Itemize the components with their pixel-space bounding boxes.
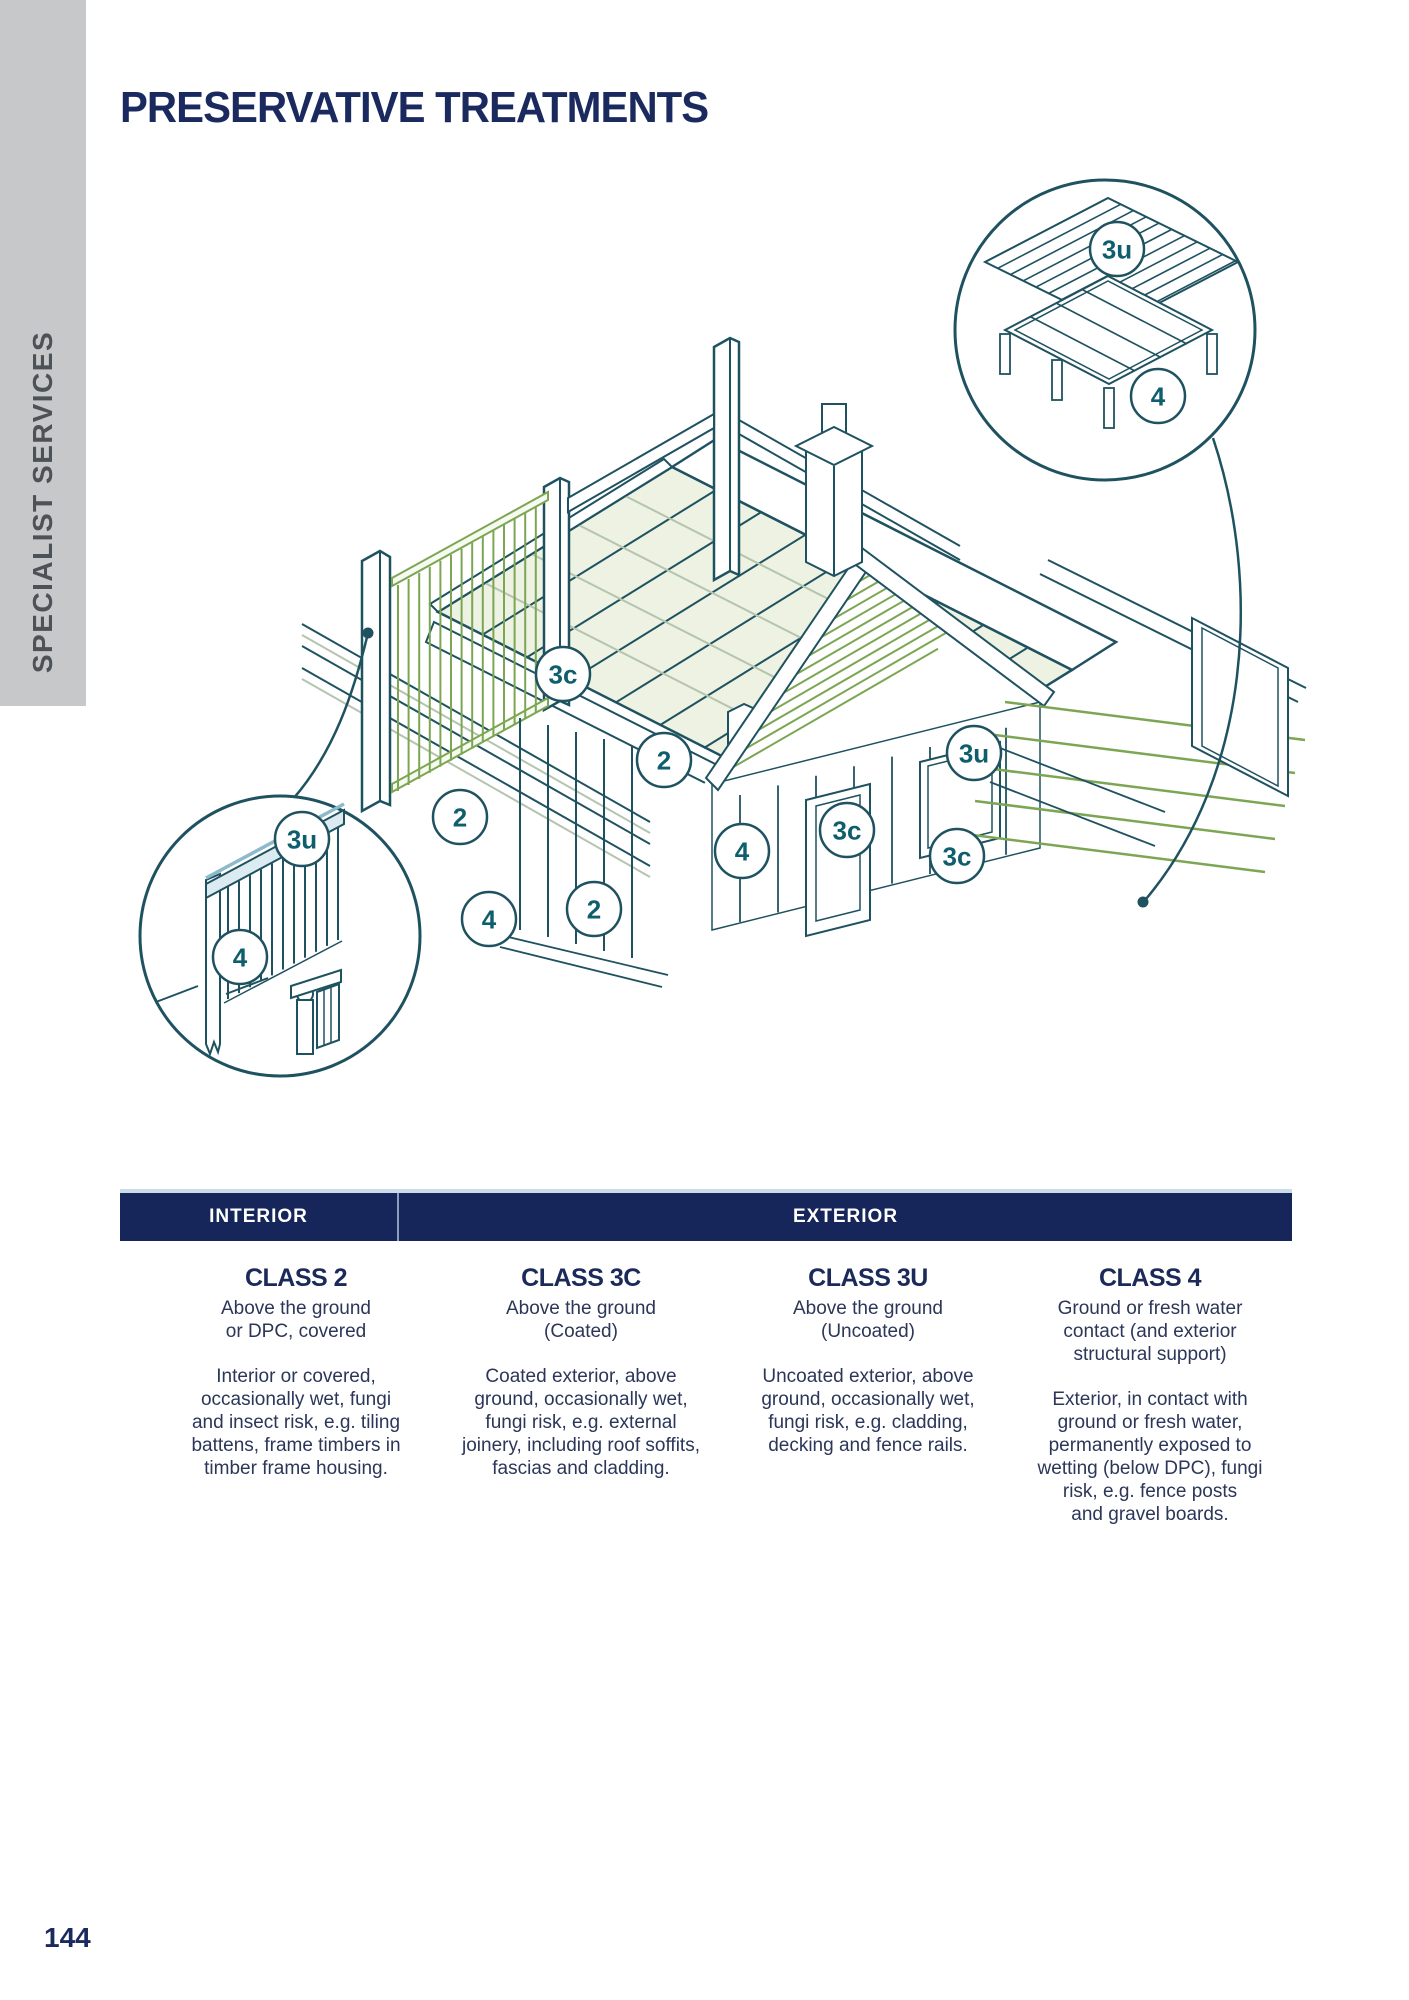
class-subtitle: Above the ground or DPC, covered — [220, 1298, 371, 1342]
svg-text:3u: 3u — [959, 738, 989, 768]
class-label-4: 4 — [460, 890, 518, 948]
class-description: Coated exterior, above ground, occasiona… — [462, 1366, 700, 1479]
gravel-board-post — [296, 999, 314, 1055]
window-frame — [1191, 616, 1289, 798]
svg-text:3c: 3c — [833, 815, 862, 845]
fence-post — [360, 549, 392, 814]
class-subtitle: Above the ground (Coated) — [505, 1298, 656, 1342]
leader-dot — [362, 627, 374, 639]
deck-leg — [1051, 359, 1063, 401]
class-4-column: CLASS 4 Ground or fresh water contact (a… — [1010, 1264, 1290, 1526]
class-description: Interior or covered, occasionally wet, f… — [191, 1366, 401, 1479]
class-heading: CLASS 4 — [1098, 1264, 1202, 1292]
class-label-2: 2 — [635, 731, 693, 789]
class-label-3u: 3u — [945, 724, 1003, 782]
gravel-board-rail — [290, 968, 342, 1000]
class-label-3c: 3c — [818, 801, 876, 859]
svg-text:4: 4 — [233, 942, 248, 972]
sidebar: SPECIALIST SERVICES — [0, 0, 86, 706]
class-label-3c: 3c — [534, 645, 592, 703]
class-subtitle: Ground or fresh water contact (and exter… — [1057, 1298, 1243, 1365]
leader-line — [1145, 437, 1242, 900]
class-heading: CLASS 2 — [244, 1264, 348, 1292]
fence-panel-top-rail — [391, 490, 549, 588]
page-number: 144 — [44, 1922, 91, 1953]
right-wing — [1039, 559, 1307, 798]
svg-text:4: 4 — [482, 904, 497, 934]
interior-header-cell: INTERIOR — [209, 1206, 308, 1227]
class-label-2: 2 — [565, 880, 623, 938]
class-label-layer: 3c 2 2 4 2 4 3c 3c 3u 3u 4 3u 4 — [211, 220, 1187, 986]
svg-text:3u: 3u — [287, 824, 317, 854]
deck-leg — [1206, 333, 1218, 375]
class-heading: CLASS 3C — [521, 1264, 641, 1292]
deck-leg — [999, 333, 1011, 375]
exterior-header-cell: EXTERIOR — [792, 1206, 899, 1227]
class-3u-column: CLASS 3U Above the ground (Uncoated) Unc… — [728, 1264, 1008, 1457]
class-description: Exterior, in contact with ground or fres… — [1037, 1389, 1263, 1525]
leader-dot — [1137, 896, 1149, 908]
class-description: Uncoated exterior, above ground, occasio… — [761, 1366, 975, 1456]
chimney — [793, 403, 875, 578]
fence-slats — [397, 506, 537, 791]
class-label-3c: 3c — [928, 827, 986, 885]
svg-text:2: 2 — [587, 894, 601, 924]
class-label-4: 4 — [1129, 367, 1187, 425]
treatment-table-header: INTERIOR EXTERIOR — [120, 1189, 1292, 1241]
svg-text:3c: 3c — [549, 659, 578, 689]
class-2-column: CLASS 2 Above the ground or DPC, covered… — [156, 1264, 436, 1480]
svg-text:3c: 3c — [943, 841, 972, 871]
svg-text:2: 2 — [657, 745, 671, 775]
fence-panel-bottom-rail — [391, 696, 549, 794]
class-3c-column: CLASS 3C Above the ground (Coated) Coate… — [441, 1264, 721, 1480]
page-title: PRESERVATIVE TREATMENTS — [120, 83, 709, 132]
class-subtitle: Above the ground (Uncoated) — [792, 1298, 943, 1342]
svg-text:3u: 3u — [1102, 234, 1132, 264]
class-label-4: 4 — [211, 928, 269, 986]
gravel-board — [316, 982, 340, 1050]
svg-text:4: 4 — [1151, 381, 1166, 411]
class-label-2: 2 — [431, 788, 489, 846]
fence-rail — [567, 412, 715, 514]
class-label-3u: 3u — [1088, 220, 1146, 278]
svg-text:4: 4 — [735, 836, 750, 866]
leader-line — [292, 632, 370, 800]
class-label-3u: 3u — [273, 810, 331, 868]
ground-mark — [155, 985, 199, 1003]
deck-leg — [1103, 387, 1115, 429]
svg-text:2: 2 — [453, 802, 467, 832]
class-label-4: 4 — [713, 822, 771, 880]
header-divider — [397, 1193, 399, 1241]
fence-post — [712, 336, 741, 583]
class-heading: CLASS 3U — [808, 1264, 928, 1292]
